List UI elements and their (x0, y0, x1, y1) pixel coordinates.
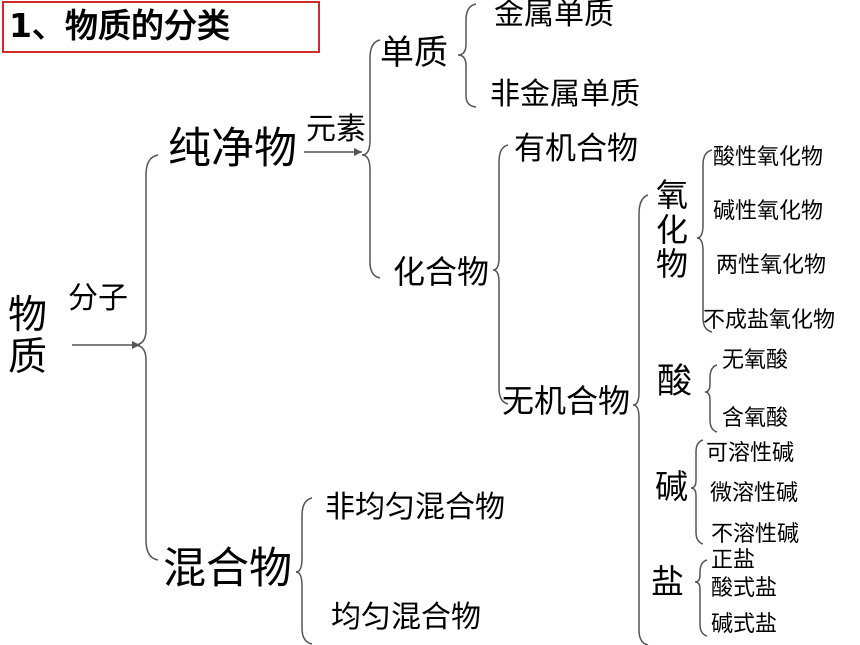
node-oxyacid: 含氧酸 (722, 406, 789, 431)
node-neutral-oxide: 不成盐氧化物 (703, 308, 836, 333)
node-normal-salt: 正盐 (711, 548, 756, 573)
node-heterogeneous-mixture: 非均匀混合物 (325, 490, 505, 525)
node-mixture: 混合物 (163, 544, 292, 594)
bracket-inorganic-classes (632, 194, 649, 645)
node-basic-oxide: 碱性氧化物 (713, 199, 824, 224)
bracket-simple-compound (361, 39, 381, 279)
node-insoluble-base: 不溶性碱 (711, 522, 800, 547)
node-homogeneous-mixture: 均匀混合物 (331, 600, 481, 635)
page-title: 1、物质的分类 (9, 6, 230, 45)
bracket-salts (694, 559, 708, 637)
arrow-head-element (354, 148, 362, 156)
bracket-mixtures (295, 497, 313, 645)
bracket-oxides (696, 149, 713, 333)
node-acidic-oxide: 酸性氧化物 (713, 145, 824, 170)
node-amphoteric-oxide: 两性氧化物 (716, 253, 827, 278)
node-slightly-soluble-base: 微溶性碱 (710, 481, 799, 506)
node-salt: 盐 (651, 562, 684, 601)
node-basic-salt: 碱式盐 (711, 612, 778, 637)
node-simple-substance: 单质 (380, 33, 448, 73)
node-oxygen-free-acid: 无氧酸 (722, 348, 789, 373)
node-compound: 化合物 (393, 253, 490, 291)
node-inorganic-compound: 无机合物 (502, 382, 631, 420)
bracket-organic-inorganic (492, 144, 509, 405)
node-organic-compound: 有机合物 (514, 131, 638, 167)
node-nonmetal-simple: 非金属单质 (490, 77, 640, 112)
node-acid-salt: 酸式盐 (711, 576, 778, 601)
bracket-metal-nonmetal (457, 3, 477, 108)
node-root: 物质 (8, 293, 48, 381)
node-oxide: 氧化物 (656, 176, 689, 284)
node-pure-substance: 纯净物 (168, 124, 297, 174)
bracket-pure-mixture (133, 154, 159, 561)
node-acid: 酸 (657, 362, 693, 402)
node-base: 碱 (655, 467, 688, 506)
bracket-acids (704, 364, 718, 433)
node-soluble-base: 可溶性碱 (706, 441, 795, 466)
edge-label-molecule: 分子 (68, 281, 128, 316)
bracket-bases (690, 439, 704, 545)
node-metal-simple: 金属单质 (494, 0, 614, 32)
title-box (2, 1, 320, 53)
edge-label-element: 元素 (306, 112, 366, 147)
